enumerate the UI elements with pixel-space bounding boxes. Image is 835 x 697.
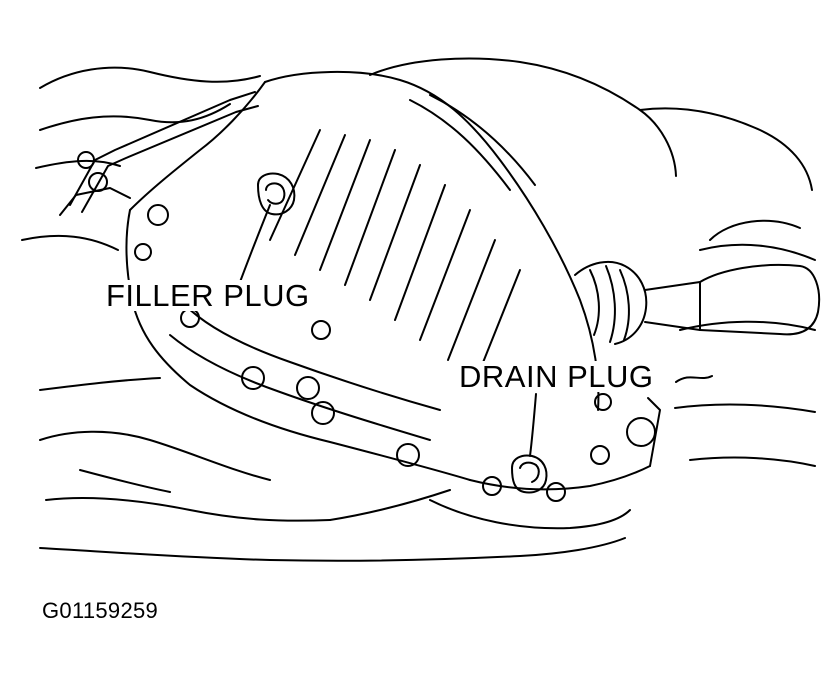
drain-plug-hardware: [511, 454, 548, 494]
brake-line: [59, 91, 259, 216]
underbody-outline: [39, 377, 631, 562]
drain-label-tick: [675, 375, 713, 383]
filler-plug-leader: [239, 204, 271, 283]
drain-plug-label: DRAIN PLUG: [459, 359, 654, 394]
figure-id: G01159259: [42, 598, 159, 623]
transmission-case: [125, 71, 661, 491]
filler-plug-label: FILLER PLUG: [106, 278, 310, 313]
flange-bolts: [134, 204, 656, 502]
output-shaft: [574, 219, 820, 345]
chassis-outline: [21, 57, 816, 467]
filler-plug-hardware: [257, 172, 296, 216]
drain-plug-leader: [529, 393, 537, 457]
